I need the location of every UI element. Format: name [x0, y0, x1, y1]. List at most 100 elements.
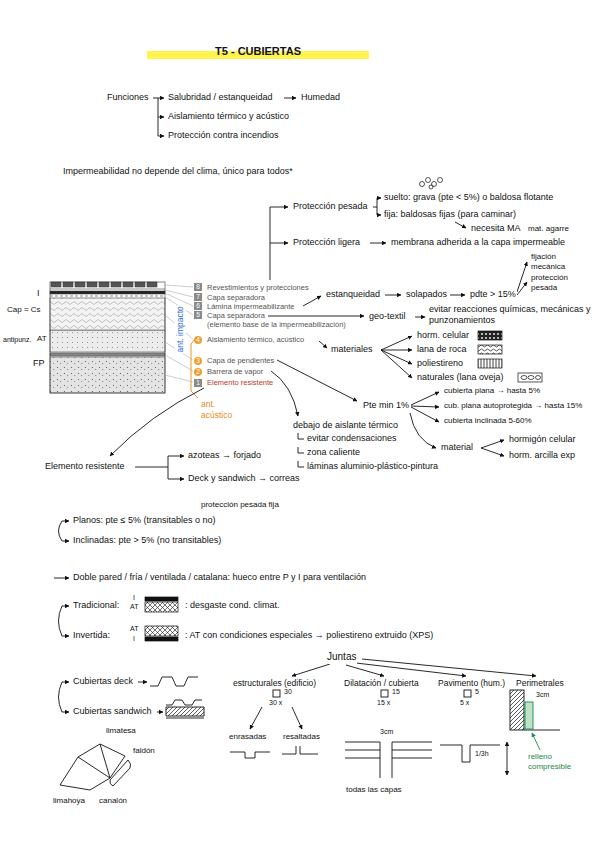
material-swatches — [478, 359, 502, 368]
roof-sketch — [60, 744, 131, 790]
arrows — [450, 295, 465, 296]
dimension-text: 3cm — [535, 691, 550, 700]
dimension-text: AT — [129, 603, 139, 612]
roof-build-up-symbol — [145, 602, 178, 612]
note-text: Funciones — [106, 92, 150, 103]
note-text: Elemento resistente — [44, 461, 126, 472]
joint-symbols — [524, 730, 560, 731]
arrows — [377, 198, 381, 199]
layer-label: Capa de pendientes — [206, 356, 275, 365]
dimension-text: 3cm — [379, 728, 394, 737]
note-text: Impermeabilidad no depende del clima, ún… — [62, 166, 294, 177]
note-text: material — [440, 442, 474, 453]
arrows — [415, 317, 425, 318]
compressible-filler — [525, 702, 540, 750]
arrows — [410, 413, 436, 448]
arrows — [292, 664, 330, 676]
compressible-filler — [525, 702, 533, 729]
roof-section — [50, 282, 165, 393]
note-text: canalón — [98, 796, 128, 806]
arrows — [356, 663, 466, 676]
arrows — [158, 136, 164, 137]
joint-type: estructurales (edificio) — [232, 678, 317, 689]
note-text: Inclinadas: pte > 5% (no transitables) — [72, 535, 222, 546]
note-text: Protección ligera — [292, 237, 361, 248]
arrows — [411, 407, 439, 422]
layer-label: Revestimientos y protecciones — [206, 283, 310, 292]
note-text: FP — [32, 358, 46, 369]
arrows — [168, 479, 184, 480]
joint-symbols — [345, 742, 432, 778]
roof-section — [147, 282, 157, 287]
roof-sketch — [110, 760, 131, 786]
note-text: Protección contra incendios — [167, 130, 280, 141]
joint-symbols — [230, 752, 270, 758]
roof-section — [50, 296, 165, 297]
dimension-text: I — [132, 635, 136, 644]
dimension-text: 1/3h — [474, 750, 490, 759]
note-text: horm. celular — [416, 330, 470, 341]
material-swatches — [478, 345, 502, 354]
arrows — [59, 521, 63, 541]
arrows — [54, 578, 69, 579]
joint-symbols — [230, 690, 560, 778]
note-text: azoteas → forjado — [187, 450, 262, 461]
deck-sandwich-symbol — [166, 700, 202, 705]
dimension-text: 5 — [474, 688, 480, 697]
arrows — [517, 262, 527, 292]
note-text: membrana adherida a la capa impermeable — [390, 237, 566, 248]
layer-leaders — [165, 355, 193, 371]
joint-symbols — [440, 745, 500, 762]
note-text: necesita MA — [470, 223, 522, 234]
note-text: : desgaste cond. climat. — [184, 600, 281, 611]
note-text: Tradicional: — [72, 600, 120, 611]
deck-sandwich-symbol — [150, 677, 198, 686]
roof-build-up-symbol — [145, 626, 178, 636]
roof-section — [50, 330, 165, 352]
arrows — [346, 665, 384, 676]
dimension-text: AT — [129, 625, 139, 634]
roof-section — [135, 282, 145, 287]
layer-label: Lámina impermeabilizante — [206, 302, 296, 311]
layer-label: (elemento base de la impermeabilización) — [206, 320, 347, 329]
note-text: protección pesada — [530, 273, 590, 293]
arrows — [455, 222, 466, 228]
joint-symbols — [464, 690, 471, 697]
note-text: Salubridad / estanqueidad — [167, 92, 274, 103]
note-text: láminas aluminio-plástico-pintura — [306, 461, 439, 472]
arrows — [381, 350, 412, 378]
annotation: ant. acústico — [200, 399, 246, 420]
note-text: geo-textil — [368, 311, 407, 322]
arrows — [268, 316, 364, 317]
arrows — [298, 433, 304, 467]
layer-label: Elemento resistente — [206, 378, 274, 387]
note-text: hormigón celular — [508, 434, 577, 445]
note-text: Aislamiento térmico y acústico — [167, 111, 290, 122]
callout-number: 6 — [194, 302, 202, 310]
arrows — [135, 456, 168, 479]
dimension-text: 15 x — [376, 699, 391, 708]
layer-label: Capa separadora — [206, 311, 266, 320]
arrows — [284, 98, 296, 99]
note-text: Pte min 1% — [362, 400, 410, 411]
note-text: protección pesada fija — [200, 500, 280, 510]
note-text: estanqueidad — [325, 289, 381, 300]
annotation: ant. impacto — [175, 305, 186, 353]
arrows — [319, 341, 327, 348]
note-text: faldón — [132, 746, 156, 756]
note-text: I — [36, 288, 41, 299]
note-text: cub. plana autoprotegida → hasta 15% — [443, 401, 583, 411]
arrows — [157, 712, 163, 713]
layer-leaders — [165, 375, 193, 382]
arrows — [168, 456, 184, 457]
roof-section — [123, 282, 133, 287]
callout-number: 4 — [194, 336, 202, 344]
note-text: solapados — [405, 289, 448, 300]
roof-section — [50, 289, 165, 290]
gravel-symbol — [426, 178, 431, 183]
arrows — [481, 440, 504, 448]
note-text: zona caliente — [306, 447, 361, 458]
arrows — [373, 198, 377, 215]
roof-section — [50, 353, 165, 356]
